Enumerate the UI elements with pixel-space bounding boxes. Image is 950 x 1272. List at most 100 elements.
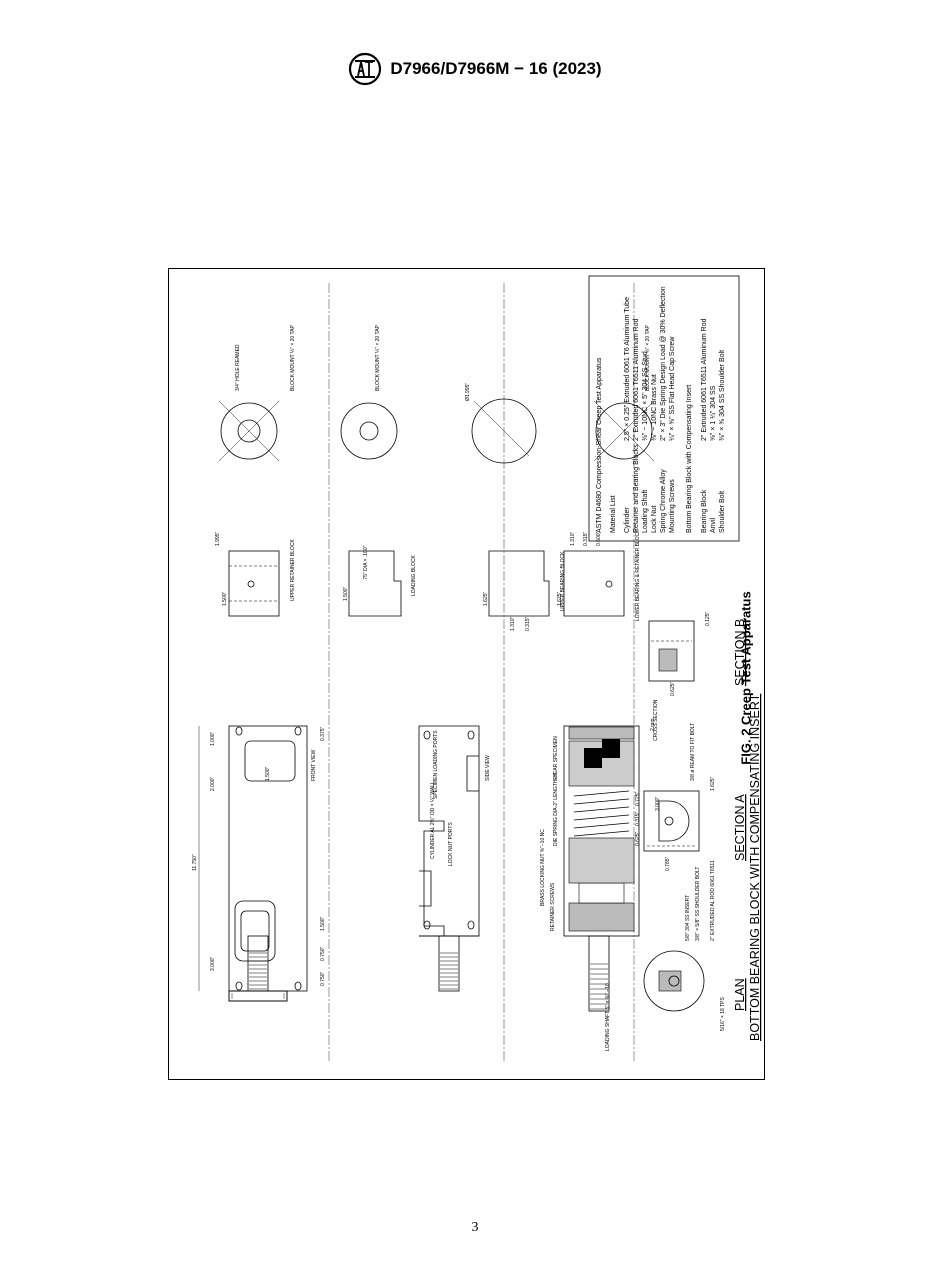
svg-text:1.625": 1.625" bbox=[710, 776, 716, 791]
dim-1500-front: 1.500" bbox=[265, 766, 271, 781]
shear-specimen-label: SHEAR SPECIMEN bbox=[553, 736, 559, 781]
svg-text:Bottom Bearing Block with Comp: Bottom Bearing Block with Compensating I… bbox=[686, 385, 693, 533]
svg-text:⅜" − 10NC Brass Nut: ⅜" − 10NC Brass Nut bbox=[651, 374, 658, 441]
dim-0750-a: 0.750" bbox=[320, 971, 326, 986]
svg-text:Lock Nut: Lock Nut bbox=[651, 505, 658, 533]
svg-text:5/8" 304 SS INSERT: 5/8" 304 SS INSERT bbox=[685, 895, 691, 941]
page-number: 3 bbox=[471, 1220, 479, 1235]
circle-views: 3/4" HOLE REAMED BLOCK MOUNT ¼" × 20 TAP… bbox=[218, 325, 655, 464]
lock-nut-ports-label: LOCK NUT PORTS bbox=[448, 822, 454, 866]
svg-text:Mounting Screws: Mounting Screws bbox=[669, 479, 676, 533]
engineering-drawing: FRONT VIEW LOCK bbox=[192, 275, 762, 1061]
svg-text:3/8" × 5/8" SS SHOULDER BOLT: 3/8" × 5/8" SS SHOULDER BOLT bbox=[695, 867, 701, 941]
material-table-title: ASTM D4680 Compression-Shear Creep Test … bbox=[596, 357, 603, 533]
svg-text:Retainer and Bearing Blocks: Retainer and Bearing Blocks bbox=[633, 444, 640, 533]
svg-text:LOADING BLOCK: LOADING BLOCK bbox=[411, 554, 417, 596]
svg-text:1.625": 1.625" bbox=[557, 591, 563, 606]
loading-shaft-label: LOADING SHAFT 5" × ⅜" −10 bbox=[605, 983, 611, 1051]
svg-text:.75" DIA × .100": .75" DIA × .100" bbox=[363, 545, 369, 581]
svg-text:Shoulder Bolt: Shoulder Bolt bbox=[719, 491, 726, 533]
svg-text:2" × 3" Die Spring Design Load: 2" × 3" Die Spring Design Load @ 30% Def… bbox=[660, 286, 667, 441]
dim-0750-b: 0.750" bbox=[320, 946, 326, 961]
figure-caption-text: FIG. 2 Creep Test Apparatus bbox=[738, 591, 754, 765]
document-header: D7966/D7966M − 16 (2023) bbox=[0, 52, 950, 86]
svg-text:5/16" × 18 TPS: 5/16" × 18 TPS bbox=[720, 997, 726, 1031]
dim-0375: 0.375" bbox=[320, 726, 326, 741]
svg-text:0.725": 0.725" bbox=[635, 791, 641, 806]
dim-1000: 1.000" bbox=[210, 731, 216, 746]
svg-text:2.5" × 0.25" Extruded 6061 T6: 2.5" × 0.25" Extruded 6061 T6 Aluminum T… bbox=[624, 297, 631, 441]
svg-text:Anvil: Anvil bbox=[710, 517, 717, 533]
svg-text:1.625": 1.625" bbox=[483, 591, 489, 606]
svg-text:Material List: Material List bbox=[610, 495, 617, 533]
brass-nut-label: BRASS LOCKING NUT ⅜"−10 NC bbox=[540, 829, 546, 906]
upper-retainer-block: UPPER RETAINER BLOCK 1.500" 1.995" bbox=[215, 531, 296, 617]
dim-2000: 2.000" bbox=[210, 776, 216, 791]
svg-text:Cylinder: Cylinder bbox=[624, 507, 631, 533]
svg-text:0.125": 0.125" bbox=[705, 611, 711, 626]
section-b-title: SECTION B bbox=[733, 619, 747, 686]
svg-text:LOWER BEARING & RETAINER BLOCK: LOWER BEARING & RETAINER BLOCK bbox=[635, 529, 641, 621]
svg-text:0.315": 0.315" bbox=[583, 531, 589, 546]
svg-text:1.310": 1.310" bbox=[570, 531, 576, 546]
drawing-main-title: BOTTOM BEARING BLOCK WITH COMPENSATING I… bbox=[748, 693, 762, 1041]
plan-view: 5/8" 304 SS INSERT 3/8" × 5/8" SS SHOULD… bbox=[643, 860, 747, 1031]
upper-bearing-block: UPPER BEARING BLOCK 1.625" 1.310" 0.315" bbox=[483, 550, 566, 631]
svg-text:1.500": 1.500" bbox=[343, 586, 349, 601]
svg-text:2" EXTRUDED AL ROD 6061 T6511: 2" EXTRUDED AL ROD 6061 T6511 bbox=[710, 860, 716, 941]
svg-text:0.315": 0.315" bbox=[525, 616, 531, 631]
cross-section-view: RETAINER SCREWS BRASS LOCKING NUT ⅜"−10 … bbox=[540, 699, 661, 1051]
side-view-label: SIDE VIEW bbox=[485, 755, 491, 781]
svg-text:⅝" × 1 ¼" 304 SS: ⅝" × 1 ¼" 304 SS bbox=[710, 385, 717, 441]
svg-text:0.785": 0.785" bbox=[665, 856, 671, 871]
dim-3000-front: 3.000" bbox=[210, 956, 216, 971]
svg-text:1.310": 1.310" bbox=[510, 616, 516, 631]
document-id: D7966/D7966M − 16 (2023) bbox=[390, 59, 602, 78]
svg-text:Loading Shaft: Loading Shaft bbox=[642, 490, 649, 533]
front-dimensions: 11.750" 3.000" 2.000" 1.000" 1.500" 0.75… bbox=[192, 726, 326, 991]
loading-block: LOADING BLOCK 1.500" .75" DIA × .100" bbox=[343, 545, 417, 617]
die-spring-label: DIE SPRING DIA-2" LENGTH-3" bbox=[553, 773, 559, 846]
svg-text:3/4" HOLE REAMED: 3/4" HOLE REAMED bbox=[235, 344, 241, 391]
dim-11750: 11.750" bbox=[192, 854, 198, 871]
svg-text:¼" × ⅝" SS Flat Head Cap Screw: ¼" × ⅝" SS Flat Head Cap Screw bbox=[669, 336, 676, 441]
svg-text:1.500": 1.500" bbox=[222, 591, 228, 606]
section-a: 0.625" 0.315" 0.725" 0.785" 1.625" 3/8 ø… bbox=[635, 723, 747, 871]
svg-text:BLOCK MOUNT ¼" × 20 TAP: BLOCK MOUNT ¼" × 20 TAP bbox=[290, 325, 296, 391]
specimen-ports-label: SPECIMEN LOADING PORTS bbox=[433, 730, 439, 799]
svg-text:0.625": 0.625" bbox=[635, 831, 641, 846]
svg-text:0.625": 0.625" bbox=[670, 681, 676, 696]
svg-text:UPPER BEARING BLOCK: UPPER BEARING BLOCK bbox=[560, 551, 566, 611]
svg-text:2" Extruded 6061 T6511 Aluminu: 2" Extruded 6061 T6511 Aluminum Rod bbox=[633, 318, 640, 441]
svg-text:0.500": 0.500" bbox=[596, 531, 602, 546]
svg-text:Ø1.995": Ø1.995" bbox=[465, 383, 471, 401]
svg-text:Spring Chrome Alloy: Spring Chrome Alloy bbox=[660, 469, 667, 533]
section-b: 0.625" 0.125" SECTION B bbox=[648, 611, 747, 696]
dim-2mm: 2 mm bbox=[650, 719, 656, 732]
dim-3000-cross: 3.000" bbox=[655, 796, 661, 811]
material-table: ASTM D4680 Compression-Shear Creep Test … bbox=[588, 275, 740, 542]
svg-text:BLOCK MOUNT ¼" × 20 TAP: BLOCK MOUNT ¼" × 20 TAP bbox=[645, 325, 651, 391]
lower-bearing-block: LOWER BEARING & RETAINER BLOCK 1.625" 1.… bbox=[557, 529, 641, 621]
figure-frame: FRONT VIEW LOCK bbox=[168, 268, 765, 1080]
svg-text:Bearing Block: Bearing Block bbox=[701, 489, 708, 533]
retainer-screws-label: RETAINER SCREWS bbox=[550, 882, 556, 931]
plan-title: PLAN bbox=[733, 978, 747, 1011]
svg-text:⅜" − 10NC × 5" 304 SS Stud: ⅜" − 10NC × 5" 304 SS Stud bbox=[642, 351, 649, 441]
side-view: LOCK NUT PORTS CYLINDER AL 2½" OD × ¼" W… bbox=[418, 725, 491, 992]
section-a-title: SECTION A bbox=[733, 794, 747, 861]
svg-text:BLOCK MOUNT ¼" × 20 TAP: BLOCK MOUNT ¼" × 20 TAP bbox=[375, 325, 381, 391]
svg-text:UPPER RETAINER BLOCK: UPPER RETAINER BLOCK bbox=[290, 538, 296, 601]
svg-text:0.315": 0.315" bbox=[635, 811, 641, 826]
astm-logo-icon bbox=[349, 52, 382, 86]
svg-text:3/8 ø REAM TO FIT BOLT: 3/8 ø REAM TO FIT BOLT bbox=[690, 723, 696, 781]
svg-text:1.995": 1.995" bbox=[215, 531, 221, 546]
cross-section-label: CROSS SECTION bbox=[653, 699, 659, 741]
svg-text:⅜" × ⅝ 304 SS Shoulder Bolt: ⅜" × ⅝ 304 SS Shoulder Bolt bbox=[719, 350, 726, 441]
dim-1500-b: 1.500" bbox=[320, 916, 326, 931]
svg-text:2" Extruded 6061 T6511 Aluminu: 2" Extruded 6061 T6511 Aluminum Rod bbox=[701, 318, 708, 441]
front-view-label: FRONT VIEW bbox=[311, 749, 317, 781]
cylinder-label: CYLINDER AL 2½" OD × ¼" WALL bbox=[429, 781, 436, 859]
front-view: FRONT VIEW bbox=[228, 725, 317, 1002]
drawing-sheet: FRONT VIEW LOCK bbox=[169, 269, 764, 1079]
